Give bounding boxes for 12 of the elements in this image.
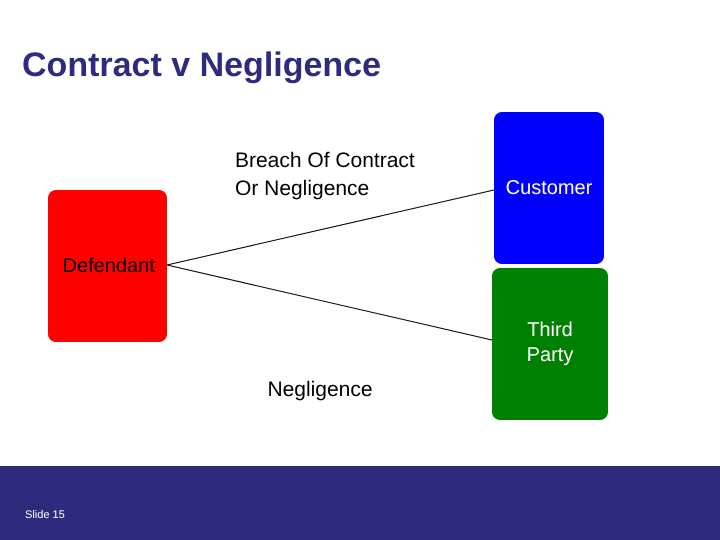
- party-box: [48, 190, 167, 342]
- edge-label: Breach Of Contract Or Negligence: [235, 148, 416, 202]
- slide-title: Contract v Negligence: [22, 45, 381, 86]
- connector-line: [166, 190, 494, 266]
- party-name: Defendant: [62, 254, 152, 278]
- party-box: [494, 112, 604, 264]
- party-name: Customer: [506, 176, 592, 200]
- party-name: Third Party: [526, 318, 574, 368]
- slide-number: Slide 15: [25, 508, 65, 523]
- connector-line: [166, 264, 492, 340]
- edge-label: Negligence: [266, 377, 374, 403]
- party-box: [492, 268, 608, 420]
